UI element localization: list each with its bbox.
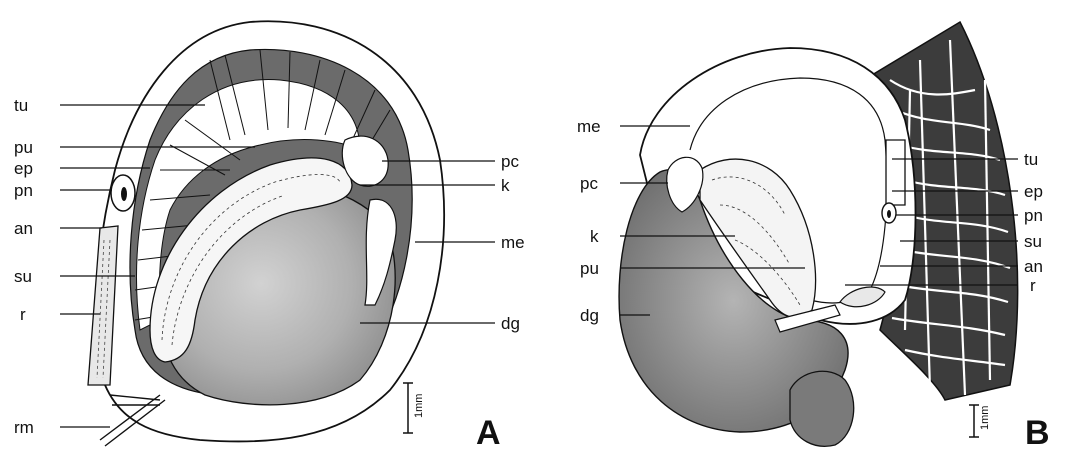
- label-me-b: me: [577, 117, 601, 136]
- label-pn-b: pn: [1024, 206, 1043, 225]
- label-r-a: r: [20, 305, 26, 324]
- label-an-b: an: [1024, 257, 1043, 276]
- label-r-b: r: [1030, 276, 1036, 295]
- label-tu-a: tu: [14, 96, 28, 115]
- label-dg-a: dg: [501, 314, 520, 333]
- scale-text-b: 1mm: [979, 406, 991, 430]
- scale-bar-a: 1mm: [403, 383, 425, 433]
- tu-region-b: [886, 140, 905, 205]
- gland-lobe-b: [790, 371, 854, 446]
- panel-letter-a: A: [476, 414, 501, 449]
- label-dg-b: dg: [580, 306, 599, 325]
- label-me-a: me: [501, 233, 525, 252]
- panel-letter-b: B: [1025, 414, 1050, 449]
- panel-a-drawing: [88, 21, 444, 446]
- panel-b-drawing: [619, 22, 1018, 446]
- label-tu-b: tu: [1024, 150, 1038, 169]
- label-rm-a: rm: [14, 418, 34, 437]
- label-pu-a: pu: [14, 138, 33, 157]
- label-su-a: su: [14, 267, 32, 286]
- label-pn-a: pn: [14, 181, 33, 200]
- label-k-a: k: [501, 176, 510, 195]
- scale-bar-b: 1mm: [969, 405, 991, 437]
- scale-text-a: 1mm: [413, 394, 425, 418]
- label-pc-a: pc: [501, 152, 519, 171]
- label-ep-a: ep: [14, 159, 33, 178]
- pneumostome-opening-a: [121, 187, 127, 201]
- label-ep-b: ep: [1024, 182, 1043, 201]
- label-k-b: k: [590, 227, 599, 246]
- pneumostome-opening-b: [887, 210, 891, 218]
- label-su-b: su: [1024, 232, 1042, 251]
- label-pc-b: pc: [580, 174, 598, 193]
- label-an-a: an: [14, 219, 33, 238]
- label-pu-b: pu: [580, 259, 599, 278]
